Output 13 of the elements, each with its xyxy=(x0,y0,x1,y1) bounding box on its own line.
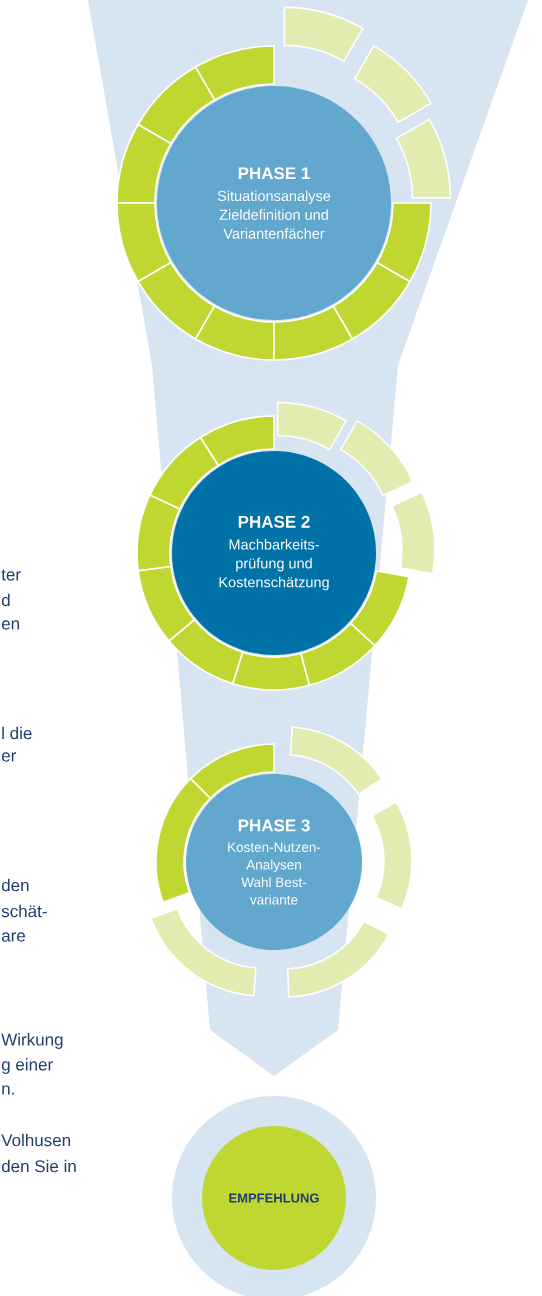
text-line: g einer xyxy=(1,1058,53,1074)
text-line: den Sie in xyxy=(1,1159,76,1173)
text-line: den xyxy=(1,878,29,892)
text-line: are xyxy=(1,932,25,942)
text-line: l die xyxy=(2,726,32,740)
text-line: schät- xyxy=(1,904,47,918)
text-line: Volhusen xyxy=(1,1133,71,1147)
text-line: n. xyxy=(2,1085,14,1095)
text-line: ter xyxy=(1,569,21,581)
text-line: d xyxy=(1,593,10,607)
text-line: Wirkung xyxy=(1,1033,63,1049)
text-line: er xyxy=(1,752,17,762)
text-line: en xyxy=(1,620,19,630)
